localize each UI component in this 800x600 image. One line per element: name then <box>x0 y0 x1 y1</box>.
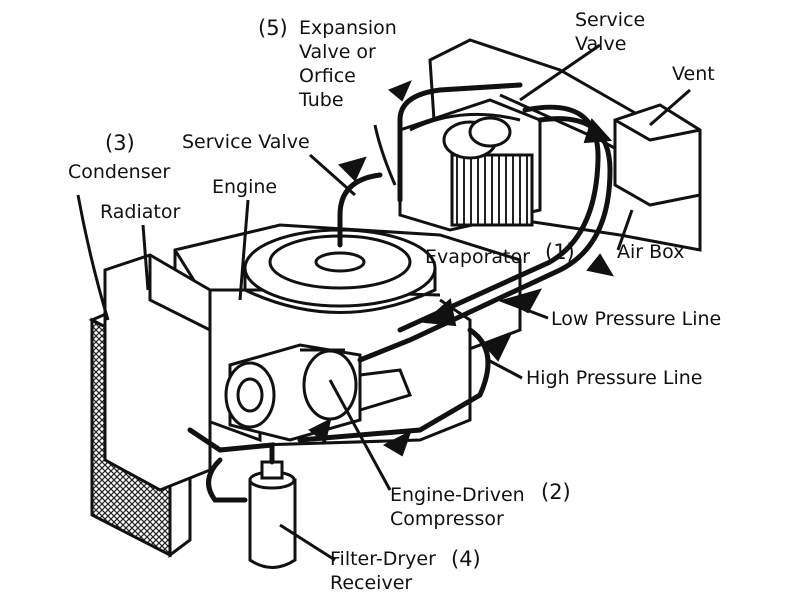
leader-lines <box>76 43 691 562</box>
air-box-label: Air Box <box>617 241 685 263</box>
evaporator-label: Evaporator <box>425 246 530 268</box>
filter-dryer-unit <box>248 460 297 569</box>
low-pressure-line-label: Low Pressure Line <box>551 308 722 330</box>
radiator-label: Radiator <box>100 201 181 223</box>
service-valve-left-label: Service Valve <box>182 131 310 153</box>
service-valve-top-label: Service Valve <box>575 9 646 55</box>
expansion-valve-label: Expansion Valve or Orfice Tube <box>299 17 397 111</box>
flow-arrows <box>308 80 615 457</box>
vent-duct <box>613 103 702 207</box>
condenser-label: Condenser <box>68 161 171 183</box>
condenser-number: (3) <box>105 131 135 155</box>
filter-dryer-number: (4) <box>451 547 481 571</box>
radiator-unit <box>103 253 212 492</box>
evaporator-unit <box>398 98 542 232</box>
evaporator-number: (1) <box>545 240 575 264</box>
expansion-valve-number: (5) <box>258 16 288 40</box>
filter-dryer-label: Filter-Dryer Receiver <box>330 548 436 594</box>
compressor-number: (2) <box>541 480 571 504</box>
compressor-label: Engine-Driven Compressor <box>390 484 525 530</box>
high-pressure-line-label: High Pressure Line <box>526 367 703 389</box>
engine-label: Engine <box>212 176 278 198</box>
refrigerant-lines <box>187 82 613 503</box>
compressor-unit <box>224 343 413 442</box>
vent-label: Vent <box>672 63 715 85</box>
